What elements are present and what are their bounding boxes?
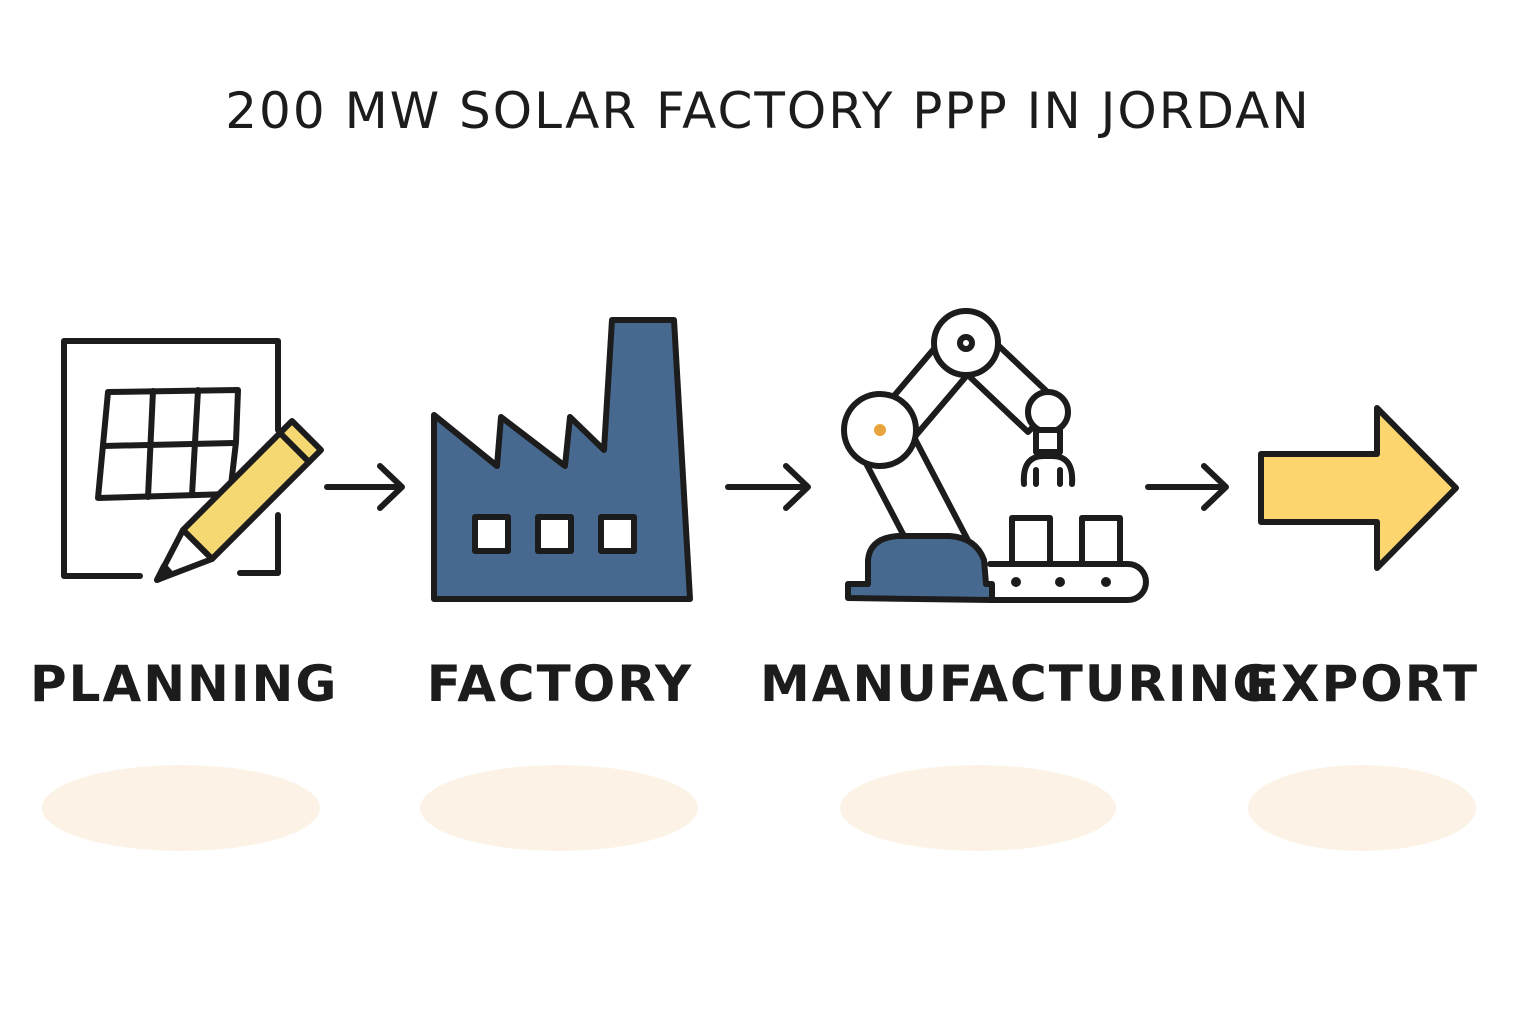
step-label-manufacturing: MANUFACTURING: [760, 655, 1276, 713]
factory-icon: [431, 317, 693, 602]
pencil-icon: [154, 418, 324, 583]
step-label-factory: FACTORY: [426, 655, 694, 713]
factory-window: [598, 514, 637, 554]
flow-arrow-2: [725, 463, 811, 511]
planning-sketch-icon: [61, 338, 324, 583]
ground-shadow: [840, 765, 1116, 851]
export-arrow-icon: [1258, 405, 1459, 571]
ground-shadow: [1248, 765, 1476, 851]
step-label-export: EXPORT: [1244, 655, 1480, 713]
box-icon: [1009, 515, 1053, 567]
box-icon: [1079, 515, 1123, 567]
factory-window: [472, 514, 511, 554]
flow-arrow-1: [324, 463, 405, 511]
diagram-title: 200 MW SOLAR FACTORY PPP IN JORDAN: [225, 82, 1311, 140]
step-label-planning: PLANNING: [30, 655, 339, 713]
ground-shadow: [420, 765, 698, 851]
conveyor-belt-icon: [987, 515, 1149, 603]
robot-arm-icon: [841, 308, 1149, 603]
ground-shadow: [42, 765, 320, 851]
factory-window: [535, 514, 574, 554]
flow-arrow-3: [1145, 463, 1229, 511]
